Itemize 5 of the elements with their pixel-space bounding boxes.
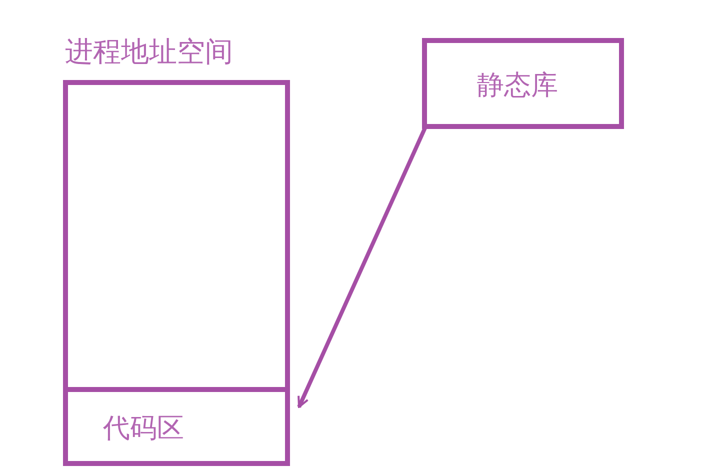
box-label: 静态库 [477, 69, 558, 103]
arrow [297, 127, 427, 408]
section-label: 代码区 [103, 412, 184, 446]
library-box [422, 38, 624, 129]
heading: 进程地址空间 [65, 34, 233, 70]
